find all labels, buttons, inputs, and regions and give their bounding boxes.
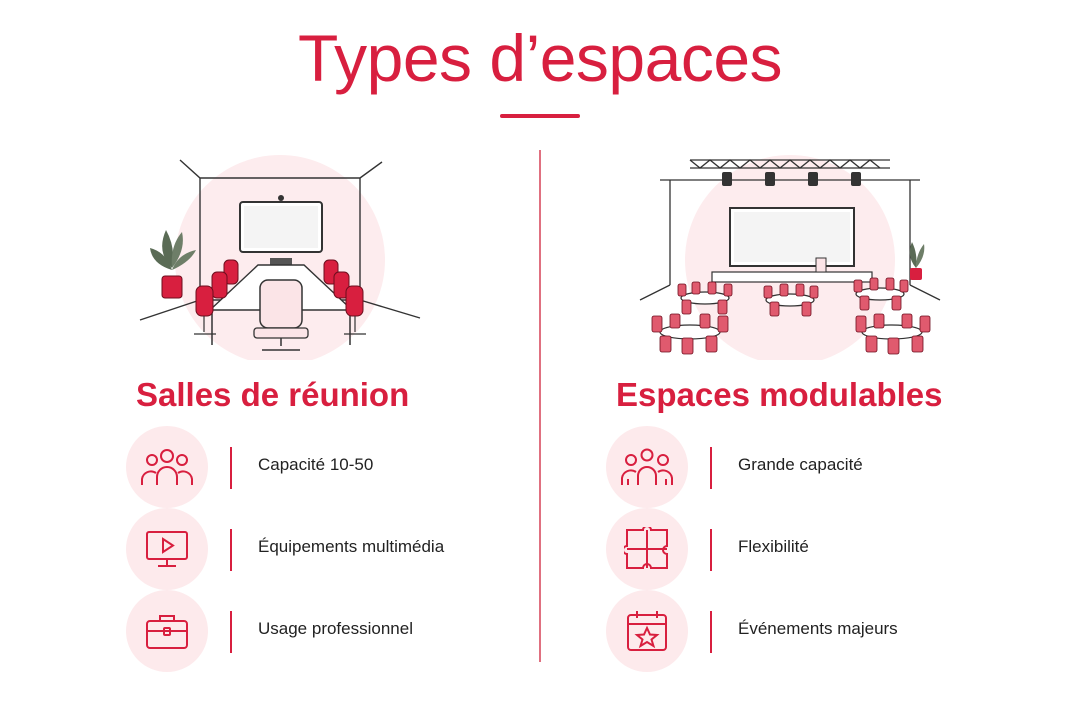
section-title: Salles de réunion xyxy=(136,376,410,413)
section-title: Espaces modulables xyxy=(616,376,943,413)
feature-label: Usage professionnel xyxy=(258,619,413,638)
feature-separator xyxy=(230,529,232,571)
feature-item: Événements majeurs xyxy=(606,590,1026,672)
feature-separator xyxy=(710,611,712,653)
feature-separator xyxy=(710,447,712,489)
feature-separator xyxy=(710,529,712,571)
feature-label: Flexibilité xyxy=(738,537,809,556)
puzzle-icon xyxy=(606,508,688,590)
briefcase-icon xyxy=(126,590,208,672)
feature-item: Équipements multimédia xyxy=(126,508,546,590)
meeting-room-illustration xyxy=(139,155,421,360)
feature-label: Grande capacité xyxy=(738,455,863,474)
column-divider xyxy=(539,150,541,662)
feature-item: Flexibilité xyxy=(606,508,1026,590)
section-modular-spaces: Espaces modulables Grande capacité xyxy=(540,0,1080,720)
people-icon xyxy=(126,426,208,508)
feature-item: Capacité 10-50 xyxy=(126,426,546,508)
crowd-icon xyxy=(606,426,688,508)
calendar-star-icon xyxy=(606,590,688,672)
feature-item: Grande capacité xyxy=(606,426,1026,508)
feature-label: Équipements multimédia xyxy=(258,537,445,556)
feature-label: Événements majeurs xyxy=(738,619,898,638)
monitor-play-icon xyxy=(126,508,208,590)
section-meeting-rooms: Salles de réunion Capacité 10-50 xyxy=(126,155,444,672)
title-underline xyxy=(500,114,580,118)
event-hall-illustration xyxy=(639,155,941,360)
feature-separator xyxy=(230,611,232,653)
feature-item: Usage professionnel xyxy=(126,590,546,672)
page-title: Types d’espaces xyxy=(297,21,783,95)
feature-separator xyxy=(230,447,232,489)
feature-label: Capacité 10-50 xyxy=(258,455,374,474)
